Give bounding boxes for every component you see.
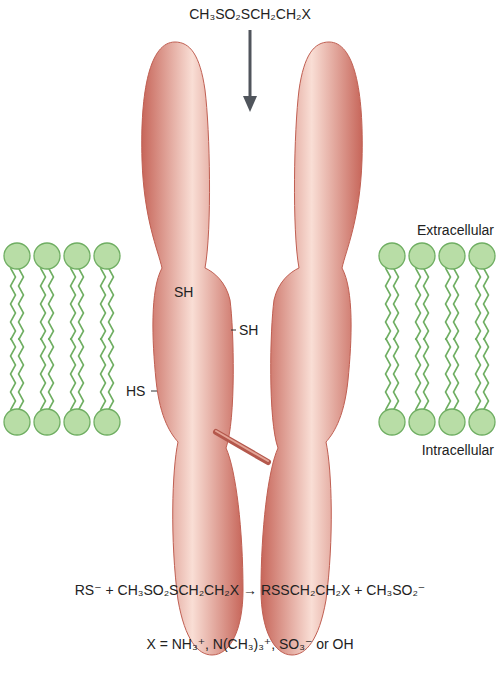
arrow-head xyxy=(243,96,257,112)
lipid-head xyxy=(409,409,435,435)
lipid-tail xyxy=(476,268,481,340)
lipid-head xyxy=(439,409,465,435)
reaction-equation: RS⁻ + CH₃SO₂SCH₂CH₂X → RSSCH₂CH₂X + CH₃S… xyxy=(75,582,426,598)
lipid-tail xyxy=(49,338,54,410)
lipid-tail xyxy=(424,268,429,340)
lipid-tail xyxy=(11,268,16,340)
lipid-tail xyxy=(416,268,421,340)
cysteine-tick xyxy=(151,391,157,392)
lipid-tail xyxy=(386,338,391,410)
lipid-tail xyxy=(454,268,459,340)
lipid-tail xyxy=(101,268,106,340)
lipid-tail xyxy=(71,338,76,410)
lipid-head xyxy=(4,409,30,435)
region-label: Intracellular xyxy=(422,442,494,458)
lipid-head xyxy=(34,243,60,269)
lipid-head xyxy=(469,409,495,435)
lipid-head xyxy=(64,409,90,435)
lipid-tail xyxy=(71,268,76,340)
tethered-rod xyxy=(216,432,268,462)
lipid-tail xyxy=(416,338,421,410)
thiol-label: SH xyxy=(239,322,258,338)
lipid-head xyxy=(94,243,120,269)
lipid-tail xyxy=(19,268,24,340)
lipid-tail xyxy=(49,268,54,340)
lipid-head xyxy=(94,409,120,435)
lipid-tail xyxy=(394,268,399,340)
lipid-tail xyxy=(109,268,114,340)
substituent-note: X = NH₃⁺, N(CH₃)₃⁺, SO₃⁻ or OH xyxy=(146,636,353,652)
lipid-tail xyxy=(394,338,399,410)
lipid-tail xyxy=(41,338,46,410)
lipid-tail xyxy=(476,338,481,410)
lipid-tail xyxy=(446,338,451,410)
lipid-tail xyxy=(484,268,489,340)
lipid-tail xyxy=(109,338,114,410)
lipid-tail xyxy=(386,268,391,340)
cysteine-tick xyxy=(231,330,236,331)
thiol-label: SH xyxy=(174,284,193,300)
lipid-head xyxy=(64,243,90,269)
lipid-tail xyxy=(454,338,459,410)
lipid-head xyxy=(409,243,435,269)
protein-subunit xyxy=(261,42,362,655)
rod-highlight xyxy=(216,431,268,461)
thiol-label: HS xyxy=(126,383,145,399)
lipid-tail xyxy=(11,338,16,410)
lipid-head xyxy=(379,243,405,269)
lipid-tail xyxy=(101,338,106,410)
lipid-tail xyxy=(484,338,489,410)
region-label: Extracellular xyxy=(417,222,494,238)
lipid-tail xyxy=(79,268,84,340)
lipid-tail xyxy=(446,268,451,340)
lipid-tail xyxy=(424,338,429,410)
lipid-bilayer xyxy=(4,243,495,435)
protein-subunit xyxy=(142,42,243,655)
lipid-head xyxy=(34,409,60,435)
lipid-head xyxy=(4,243,30,269)
lipid-tail xyxy=(41,268,46,340)
lipid-head xyxy=(379,409,405,435)
lipid-tail xyxy=(19,338,24,410)
reagent-formula: CH₃SO₂SCH₂CH₂X xyxy=(189,6,311,22)
lipid-head xyxy=(439,243,465,269)
reagent-arrow xyxy=(249,30,252,98)
lipid-tail xyxy=(79,338,84,410)
lipid-head xyxy=(469,243,495,269)
